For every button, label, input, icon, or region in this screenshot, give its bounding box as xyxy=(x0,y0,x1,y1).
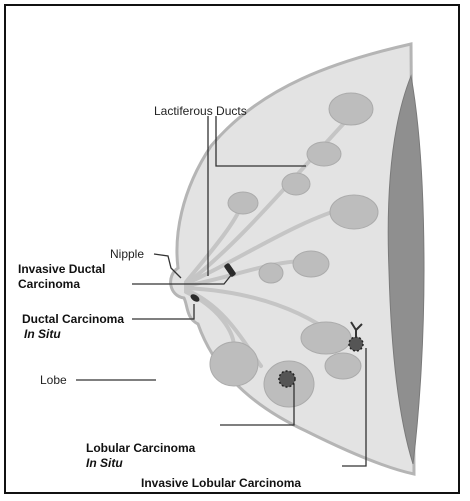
breast-anatomy-illustration xyxy=(6,6,460,494)
label-dcis-line2: In Situ xyxy=(24,327,61,341)
label-lcis-line2: In Situ xyxy=(86,456,123,470)
invasive-lobular-tumor xyxy=(349,337,363,351)
label-invasive-ductal-line2: Carcinoma xyxy=(18,277,80,291)
label-nipple: Nipple xyxy=(110,247,144,261)
lcis-tumor xyxy=(279,371,295,387)
label-invasive-lobular: Invasive Lobular Carcinoma xyxy=(141,476,301,490)
label-lactiferous-ducts: Lactiferous Ducts xyxy=(154,104,247,118)
label-invasive-ductal-line1: Invasive Ductal xyxy=(18,262,105,276)
label-dcis-line1: Ductal Carcinoma xyxy=(22,312,124,326)
label-lobe: Lobe xyxy=(40,373,67,387)
label-lcis-line1: Lobular Carcinoma xyxy=(86,441,195,455)
diagram-frame: Lactiferous Ducts Nipple Invasive Ductal… xyxy=(4,4,460,494)
